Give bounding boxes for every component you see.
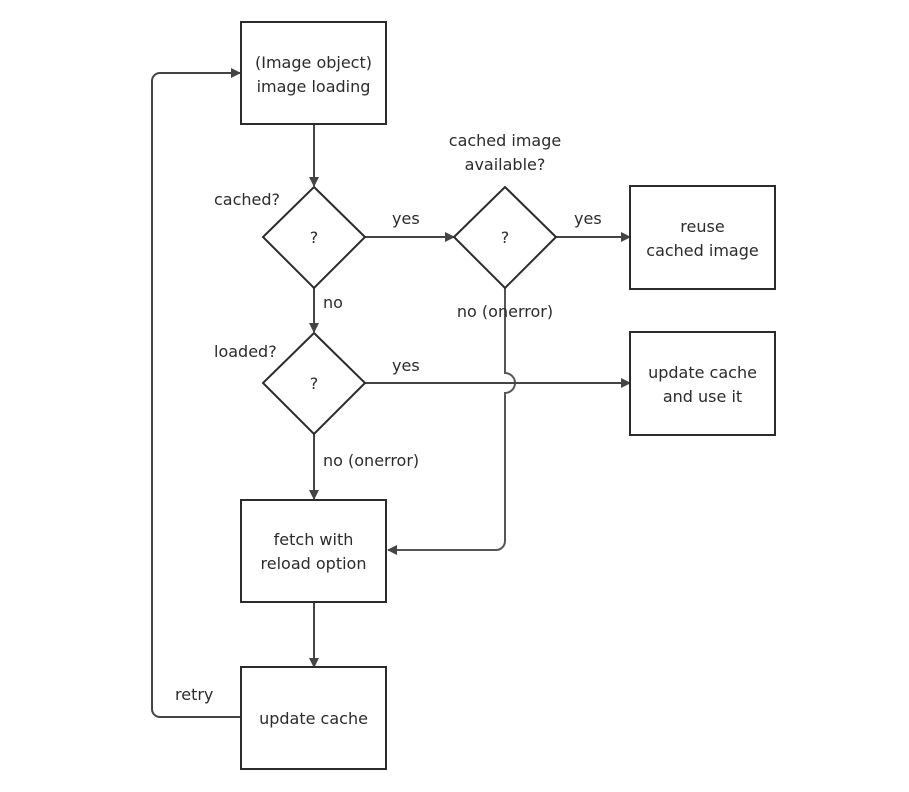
edge-label-cached-no: no <box>323 293 343 312</box>
edge-label-available-yes: yes <box>574 209 602 228</box>
loaded-decision-symbol: ? <box>310 374 319 393</box>
edge-label-cached-yes: yes <box>392 209 420 228</box>
available-decision-label-line-2: available? <box>465 155 546 174</box>
node-cached-decision: ? <box>261 185 367 290</box>
edge-available-no <box>387 288 516 555</box>
edge-label-retry: retry <box>175 685 213 704</box>
available-decision-label-line-1: cached image <box>449 131 561 150</box>
node-fetch-reload-line-2: reload option <box>261 554 367 573</box>
node-reuse-line-2: cached image <box>646 241 758 260</box>
node-update-cache: update cache <box>240 666 387 770</box>
edge-label-loaded-yes: yes <box>392 356 420 375</box>
available-decision-symbol: ? <box>501 228 510 247</box>
node-reuse-line-1: reuse <box>680 217 724 236</box>
node-fetch-reload-line-1: fetch with <box>274 530 354 549</box>
node-available-decision: ? <box>452 185 558 290</box>
node-reuse-cached-image: reuse cached image <box>629 185 776 290</box>
node-loaded-decision: ? <box>261 331 367 436</box>
node-update-and-use-line-1: update cache <box>648 363 757 382</box>
loaded-decision-label: loaded? <box>214 342 277 361</box>
node-image-loading: (Image object) image loading <box>240 21 387 125</box>
node-image-loading-line-1: (Image object) <box>255 53 372 72</box>
node-fetch-reload: fetch with reload option <box>240 499 387 603</box>
edge-retry <box>151 68 241 718</box>
node-update-and-use-line-2: and use it <box>663 387 742 406</box>
edge-label-available-no: no (onerror) <box>457 302 553 321</box>
node-image-loading-line-2: image loading <box>257 77 371 96</box>
edge-label-loaded-no: no (onerror) <box>323 451 419 470</box>
node-update-cache-line-1: update cache <box>259 709 368 728</box>
node-update-and-use: update cache and use it <box>629 331 776 436</box>
cached-decision-symbol: ? <box>310 228 319 247</box>
cached-decision-label: cached? <box>214 190 280 209</box>
